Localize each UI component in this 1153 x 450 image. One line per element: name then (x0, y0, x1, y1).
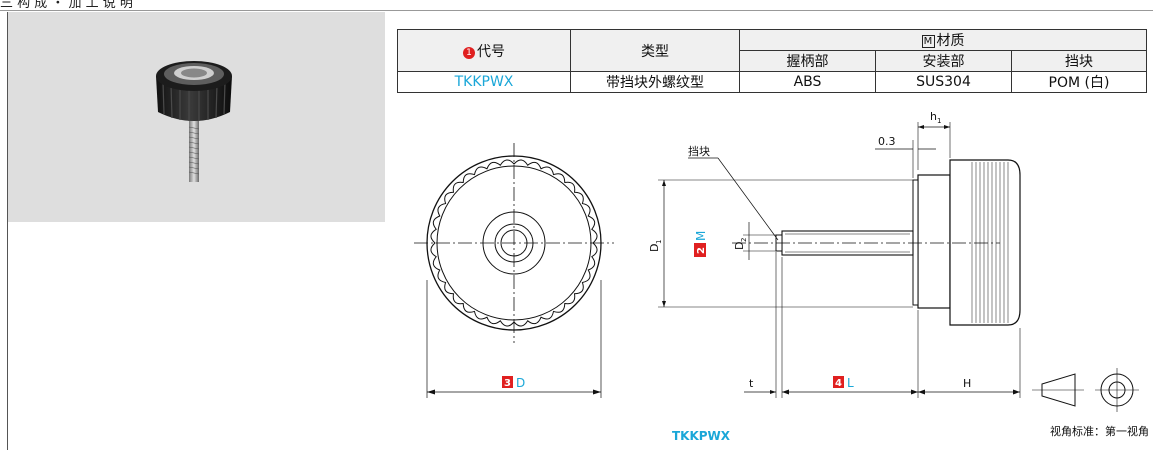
code-cell: TKKPWX (397, 71, 571, 93)
table-row: TKKPWX 带挡块外螺纹型 ABS SUS304 POM (白) (397, 71, 1147, 93)
drawing-caption: TKKPWX (672, 429, 731, 443)
dim-D2-label: D (733, 242, 746, 250)
material-m-badge: M (921, 35, 935, 48)
projection-note: 视角标准：第一视角 (1050, 424, 1149, 438)
callout-1-badge: 1 (463, 46, 475, 59)
dim-M-label: M (694, 231, 708, 241)
content-frame (7, 12, 1153, 450)
section-heading: 三 构 成 ・ 加 工 说 明 (0, 0, 133, 11)
mount-header: 安装部 (875, 50, 1012, 72)
dim-h1-label: h (930, 110, 937, 123)
callout-4-badge: 4 (835, 378, 842, 389)
product-photo (8, 12, 385, 222)
dim-D1-label: D (648, 244, 661, 252)
knurl-outline (430, 159, 598, 327)
dim-H-label: H (963, 377, 971, 390)
stopper-material-cell: POM (白) (1011, 71, 1147, 93)
grip-header: 握柄部 (739, 50, 876, 72)
material-header-label: 材质 (936, 33, 965, 49)
dim-gap-label: 0.3 (878, 135, 896, 148)
grip-material-cell: ABS (739, 71, 876, 93)
stopper-header: 挡块 (1011, 50, 1147, 72)
stopper-label: 挡块 (688, 144, 710, 158)
dim-L-label: L (847, 376, 854, 390)
side-view (732, 159, 1021, 326)
dimension-bottom: t 4 L H (744, 252, 1021, 398)
callout-2-badge: 2 (696, 247, 707, 254)
dim-D2-sub: 2 (740, 238, 748, 242)
heading-divider (0, 10, 1153, 11)
callout-2-badge-bg (694, 243, 706, 257)
dim-h1-sub: 1 (937, 117, 941, 125)
dimension-h1: h 1 (917, 110, 951, 170)
callout-3-badge: 3 (504, 378, 511, 389)
code-header-label: 代号 (477, 43, 505, 60)
dim-D-label: D (516, 376, 525, 390)
dim-D1-sub: 1 (655, 240, 663, 244)
mount-material-cell: SUS304 (875, 71, 1012, 93)
projection-symbol (1032, 368, 1139, 412)
type-header: 类型 (570, 29, 740, 72)
type-cell: 带挡块外螺纹型 (570, 71, 740, 93)
dimension-D1: D 1 (648, 179, 913, 308)
dim-t-label: t (749, 377, 754, 390)
dimension-gap: 0.3 (875, 135, 936, 178)
dimension-D2: D 2 (733, 222, 776, 260)
knob-image (156, 61, 232, 182)
technical-drawing: 3 D 挡块 h 1 (414, 110, 1149, 443)
front-view (414, 143, 614, 343)
dimension-D: 3 D (426, 280, 602, 398)
